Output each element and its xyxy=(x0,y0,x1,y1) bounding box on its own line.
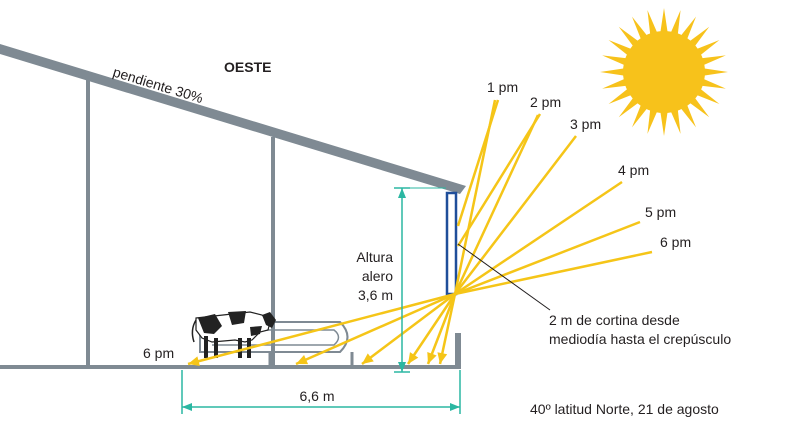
sun-spike xyxy=(632,104,648,128)
sun-rays xyxy=(600,8,728,136)
shadow-ray xyxy=(361,293,456,365)
ray-arrowhead xyxy=(362,353,374,364)
eave-height-dimension xyxy=(394,187,446,373)
ray-arrowhead xyxy=(427,351,437,364)
incoming-sun-ray xyxy=(454,220,641,296)
shadow-ray xyxy=(438,293,457,365)
orientation-title: OESTE xyxy=(224,59,271,75)
incoming-sun-ray xyxy=(454,135,577,295)
sun-time-label: 5 pm xyxy=(645,204,676,220)
sun-ray-group xyxy=(187,99,653,367)
sun-spike xyxy=(670,10,681,35)
sun-spike xyxy=(600,68,625,76)
sun-spike xyxy=(602,55,627,66)
sun-spike xyxy=(608,88,632,104)
latitude-date-footnote: 40º latitud Norte, 21 de agosto xyxy=(530,401,719,417)
sun-time-label: 2 pm xyxy=(530,94,561,110)
sun-spike xyxy=(647,10,658,35)
eave-height-value: 3,6 m xyxy=(358,287,393,303)
roof xyxy=(0,44,466,194)
stall-divider-inner xyxy=(212,329,340,346)
ray-arrowhead xyxy=(296,354,309,365)
sun-time-label: 1 pm xyxy=(487,79,518,95)
sun-spike xyxy=(703,68,728,76)
ray-arrowhead xyxy=(408,352,419,364)
sun-spike xyxy=(608,40,632,56)
curtain-panel xyxy=(445,191,458,296)
curtain-note-line1: 2 m de cortina desde xyxy=(549,312,680,328)
ray-arrowhead xyxy=(188,356,200,367)
sun-spike xyxy=(701,55,726,66)
incoming-sun-ray xyxy=(454,180,623,296)
width-dimension xyxy=(181,370,461,414)
stall-divider xyxy=(199,321,349,353)
sun-spike xyxy=(632,16,648,40)
sun-disc xyxy=(623,31,705,113)
feed-curb xyxy=(455,333,461,369)
sun-time-label: 4 pm xyxy=(618,162,649,178)
eave-height-label-line2: alero xyxy=(362,268,393,284)
curtain-leader-line xyxy=(457,243,551,311)
incoming-sun-ray xyxy=(456,113,542,247)
ray-arrowhead xyxy=(437,352,448,364)
incoming-sun-ray xyxy=(453,114,540,295)
width-label: 6,6 m xyxy=(299,388,334,404)
eave-height-label-line1: Altura xyxy=(356,249,393,265)
sun-spike xyxy=(660,111,668,136)
sun-spike xyxy=(647,109,658,134)
sun-icon xyxy=(600,8,728,136)
sun-spike xyxy=(689,97,710,118)
sun-spike xyxy=(602,78,627,89)
sun-spike xyxy=(680,16,696,40)
incoming-sun-ray xyxy=(456,99,500,227)
sun-spike xyxy=(680,104,696,128)
shadow-ray xyxy=(406,293,457,365)
sun-spike xyxy=(660,8,668,33)
shadow-ray xyxy=(426,293,457,365)
sun-spike xyxy=(670,109,681,134)
sun-time-label: 3 pm xyxy=(570,116,601,132)
sun-spike xyxy=(689,26,710,47)
sun-spike xyxy=(696,88,720,104)
curtain-note-line2: mediodía hasta el crepúsculo xyxy=(549,331,731,347)
sun-spike xyxy=(618,97,639,118)
sun-spike xyxy=(701,78,726,89)
incoming-sun-ray xyxy=(454,250,653,296)
sun-time-label: 6 pm xyxy=(660,234,691,250)
sun-spike xyxy=(618,26,639,47)
shadow-ray xyxy=(295,292,456,366)
sun-spike xyxy=(696,40,720,56)
shadow-ray xyxy=(187,292,456,366)
cow-shadow-time-label: 6 pm xyxy=(143,345,174,361)
